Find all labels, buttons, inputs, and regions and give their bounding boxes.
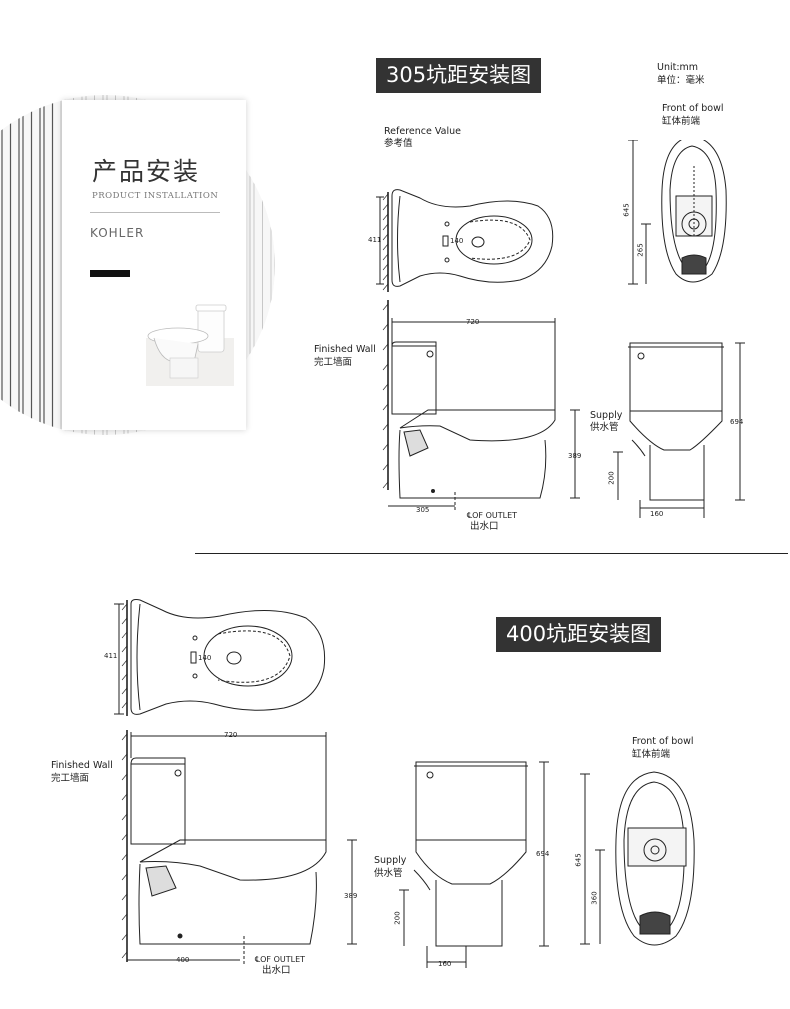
outlet-label-cn: 出水口	[470, 521, 499, 532]
dim-160: 160	[650, 510, 664, 518]
dim-200: 200	[607, 471, 616, 485]
dim-305: 305	[416, 506, 430, 514]
bowl-outline-view-400	[615, 771, 695, 946]
card-divider	[90, 212, 220, 213]
brand-name: KOHLER	[90, 226, 145, 240]
side-view-400	[130, 757, 327, 945]
dim-389: 389	[568, 452, 582, 460]
top-view-305	[391, 189, 554, 287]
dim-411-400: 411	[104, 652, 118, 660]
dim-694: 694	[730, 418, 744, 426]
finished-wall-label-en: Finished Wall	[314, 344, 376, 355]
product-installation-card: 产品安装 PRODUCT INSTALLATION KOHLER	[62, 100, 246, 430]
front-of-bowl-label-cn: 缸体前端	[662, 116, 701, 127]
dim-645: 645	[622, 203, 631, 217]
section-divider	[195, 553, 788, 554]
dim-694-400: 694	[536, 850, 550, 858]
front-of-bowl-label-cn-400: 缸体前端	[632, 749, 671, 760]
side-view-305	[391, 341, 556, 499]
section-305-title: 305坑距安装图	[376, 58, 542, 93]
card-subtitle: PRODUCT INSTALLATION	[92, 191, 219, 201]
section-305-drawings	[376, 140, 745, 518]
supply-label-en-400: Supply	[374, 855, 407, 866]
dim-200-400: 200	[393, 911, 402, 925]
dim-400: 400	[176, 956, 190, 964]
front-view-305	[628, 342, 724, 501]
reference-label-cn: 参考值	[384, 138, 413, 149]
section-400-drawings	[114, 599, 695, 968]
front-view-400	[413, 761, 528, 947]
outlet-label-en: ℄OF OUTLET	[467, 511, 518, 520]
supply-label-cn-400: 供水管	[374, 868, 403, 879]
toilet-photo	[146, 304, 234, 386]
top-view-400	[130, 599, 326, 715]
finished-wall-label-cn-400: 完工墙面	[51, 773, 90, 784]
dim-160-400: 160	[438, 960, 452, 968]
dim-360-400: 360	[590, 891, 599, 905]
unit-label-en: Unit:mm	[657, 62, 699, 73]
dim-720: 720	[466, 318, 480, 326]
dim-140: 140	[450, 237, 464, 245]
finished-wall-label-en-400: Finished Wall	[51, 760, 113, 771]
dim-720-400: 720	[224, 731, 238, 739]
outlet-label-en-400: ℄OF OUTLET	[255, 955, 306, 964]
dim-140-400: 140	[198, 654, 212, 662]
dim-645-400: 645	[574, 853, 583, 867]
section-400-title: 400坑距安装图	[496, 617, 662, 652]
front-of-bowl-label-en: Front of bowl	[662, 103, 724, 114]
unit-label-cn: 单位：毫米	[657, 75, 705, 86]
finished-wall-label-cn: 完工墙面	[314, 357, 353, 368]
dim-389-400: 389	[344, 892, 358, 900]
card-title: 产品安装	[92, 157, 201, 186]
wall-hatch-305	[382, 193, 389, 489]
front-of-bowl-label-en-400: Front of bowl	[632, 736, 694, 747]
wall-hatch-400	[121, 603, 128, 959]
outlet-label-cn-400: 出水口	[262, 965, 291, 976]
reference-label-en: Reference Value	[384, 126, 461, 137]
supply-label-en: Supply	[590, 410, 623, 421]
supply-label-cn: 供水管	[590, 422, 619, 433]
bowl-outline-view-305	[661, 140, 727, 283]
dim-411: 411	[368, 236, 382, 244]
dim-265: 265	[636, 243, 645, 257]
accent-bar	[90, 270, 130, 277]
